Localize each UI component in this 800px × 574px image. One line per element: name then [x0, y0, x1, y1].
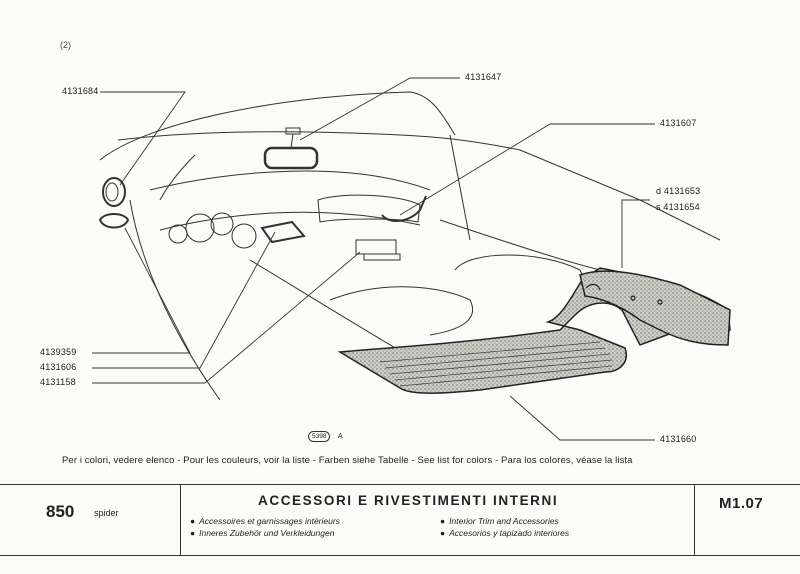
bullet-icon: ●: [190, 528, 196, 538]
code-cell: M1.07: [694, 485, 800, 555]
switch-bezel: [98, 213, 130, 229]
ashtray: [260, 220, 306, 244]
callout-4131647: 4131647: [465, 72, 502, 82]
windshield-frame: [99, 91, 456, 161]
section-code: M1.07: [719, 495, 764, 512]
drawing-reference: 5398: [308, 431, 331, 442]
subtitle-es: ●Accesorios y tapizado interiores: [440, 528, 570, 538]
windshield-left-pillar: [159, 154, 196, 201]
bullet-icon: ●: [440, 516, 446, 526]
dashboard-lower: [159, 211, 421, 231]
drawing-reference-suffix: A: [338, 433, 343, 440]
callout-4131607: 4131607: [660, 118, 697, 128]
page-number: (2): [60, 40, 71, 50]
glovebox: [317, 194, 421, 223]
gauge-2: [210, 212, 234, 236]
dashboard-top: [149, 170, 431, 191]
leader-4131607: [399, 123, 655, 216]
footer-title-bar: 850 spider ACCESSORI E RIVESTIMENTI INTE…: [0, 484, 800, 556]
leader-4131606: [92, 231, 276, 369]
section-title: ACCESSORI E RIVESTIMENTI INTERNI: [258, 493, 559, 508]
gauge-1: [185, 213, 215, 243]
rear-view-mirror: [263, 146, 319, 170]
gauge-4: [168, 224, 188, 244]
model-variant: spider: [94, 508, 119, 518]
leader-4131660: [509, 395, 655, 441]
subtitle-en: ●Interior Trim and Accessories: [440, 516, 559, 526]
body-rear: [439, 219, 601, 271]
model-cell: 850 spider: [0, 485, 181, 555]
model-number: 850: [46, 502, 75, 521]
bullet-icon: ●: [190, 516, 196, 526]
leader-4131684: [100, 91, 186, 186]
courtesy-lamp: [102, 177, 126, 207]
body-side-line: [117, 131, 721, 241]
leader-4131647: [299, 77, 460, 141]
callout-4131654: s 4131654: [656, 202, 700, 212]
windshield-right-pillar: [449, 134, 471, 241]
callout-4131660: 4131660: [660, 434, 697, 444]
colors-note: Per i colori, vedere elenco - Pour les c…: [62, 455, 633, 466]
callout-4131653: d 4131653: [656, 186, 701, 196]
switch-panel: [355, 239, 397, 255]
mirror-stem: [290, 133, 294, 149]
leader-4131653: [621, 199, 650, 268]
callout-4131684: 4131684: [62, 86, 99, 96]
bullet-icon: ●: [440, 528, 446, 538]
leader-4139359: [92, 227, 191, 354]
mirror-mount: [285, 127, 301, 135]
grab-handle: [381, 195, 427, 222]
seat-cushion: [329, 286, 473, 336]
mat-fastener: [585, 283, 601, 291]
callout-4139359: 4139359: [40, 347, 77, 357]
gauge-3: [231, 223, 257, 249]
subtitle-de: ●Inneres Zubehör und Verkleidungen: [190, 528, 335, 538]
callout-4131158: 4131158: [40, 377, 76, 387]
callout-4131606: 4131606: [40, 362, 77, 372]
interior-technical-drawing: [92, 77, 731, 441]
leader-4131158: [92, 251, 361, 384]
subtitle-fr: ●Accessoires et garnissages intérieurs: [190, 516, 340, 526]
seat-back: [454, 254, 586, 311]
rear-mat: [579, 270, 731, 346]
door-line: [129, 199, 221, 401]
